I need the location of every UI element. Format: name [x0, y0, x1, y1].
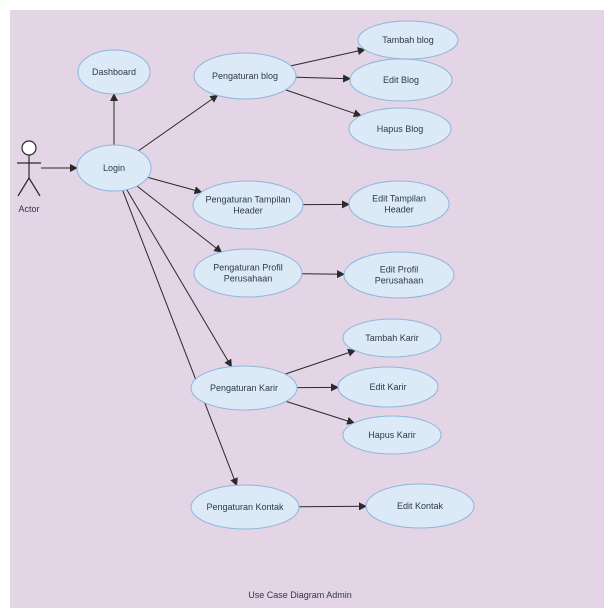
use-case-ellipse-edit-profil — [343, 251, 455, 299]
relation-login-to-pengaturan-tampilan-header — [147, 176, 203, 195]
diagram-background — [10, 10, 604, 608]
use-case-ellipse-pengaturan-kontak — [190, 484, 300, 530]
use-case-hapus-blog: Hapus Blog — [348, 107, 452, 151]
use-case-label-edit-kontak: Edit Kontak — [397, 501, 444, 511]
use-case-edit-karir: Edit Karir — [337, 366, 439, 408]
relation-lines — [41, 47, 368, 511]
use-case-label-pengaturan-tampilan-header-1: Pengaturan Tampilan — [206, 195, 291, 205]
use-case-label-tambah-karir: Tambah Karir — [365, 333, 419, 343]
use-case-pengaturan-kontak: Pengaturan Kontak — [190, 484, 300, 530]
actor-left-leg — [17, 177, 30, 197]
actor-label: Actor — [18, 204, 39, 214]
use-case-label-pengaturan-tampilan-header-2: Header — [233, 206, 263, 216]
actor-figure: Actor — [17, 140, 41, 214]
use-case-tambah-karir: Tambah Karir — [342, 318, 442, 358]
use-case-ellipse-dashboard — [77, 49, 151, 95]
use-case-ellipse-edit-tampilan-header — [348, 180, 450, 228]
relation-pengaturan-karir-to-hapus-karir — [285, 400, 356, 425]
use-case-hapus-karir: Hapus Karir — [342, 415, 442, 455]
use-case-label-pengaturan-karir: Pengaturan Karir — [210, 383, 278, 393]
relation-pengaturan-blog-to-edit-blog — [295, 74, 352, 83]
use-case-ellipse-edit-karir — [337, 366, 439, 408]
use-case-ellipse-edit-blog — [349, 58, 453, 102]
relation-pengaturan-blog-to-tambah-blog — [290, 47, 366, 67]
use-case-ellipse-login — [76, 144, 152, 192]
use-case-ellipse-pengaturan-tampilan-header — [192, 180, 304, 230]
relation-login-to-pengaturan-blog — [138, 94, 219, 152]
use-case-label-pengaturan-kontak: Pengaturan Kontak — [206, 502, 284, 512]
use-case-ellipse-tambah-karir — [342, 318, 442, 358]
relation-login-to-pengaturan-karir — [126, 189, 232, 368]
use-case-edit-blog: Edit Blog — [349, 58, 453, 102]
use-case-pengaturan-karir: Pengaturan Karir — [190, 365, 298, 411]
use-case-ellipse-pengaturan-karir — [190, 365, 298, 411]
actor-head — [21, 140, 37, 156]
use-case-dashboard: Dashboard — [77, 49, 151, 95]
use-case-label-edit-tampilan-header-2: Header — [384, 205, 414, 215]
use-case-ellipse-edit-kontak — [365, 483, 475, 529]
relation-pengaturan-karir-to-tambah-karir — [284, 348, 357, 375]
relation-login-to-pengaturan-profil — [136, 185, 223, 253]
use-case-login: Login — [76, 144, 152, 192]
use-case-label-dashboard: Dashboard — [92, 67, 136, 77]
use-case-label-edit-karir: Edit Karir — [369, 382, 406, 392]
use-case-label-hapus-blog: Hapus Blog — [377, 124, 424, 134]
use-case-label-edit-profil-1: Edit Profil — [380, 265, 419, 275]
use-case-tambah-blog: Tambah blog — [357, 20, 459, 60]
use-case-edit-kontak: Edit Kontak — [365, 483, 475, 529]
use-case-label-pengaturan-blog: Pengaturan blog — [212, 71, 278, 81]
use-case-label-edit-tampilan-header-1: Edit Tampilan — [372, 194, 426, 204]
relation-pengaturan-profil-to-edit-profil — [301, 270, 346, 279]
actor-right-leg — [28, 177, 41, 197]
use-case-label-hapus-karir: Hapus Karir — [368, 430, 416, 440]
use-case-label-edit-profil-2: Perusahaan — [375, 276, 424, 286]
use-case-label-login: Login — [103, 163, 125, 173]
diagram-caption: Use Case Diagram Admin — [248, 590, 352, 600]
use-case-label-pengaturan-profil-1: Pengaturan Profil — [213, 263, 283, 273]
relation-login-to-pengaturan-kontak — [122, 190, 238, 487]
relation-pengaturan-blog-to-hapus-blog — [285, 89, 362, 118]
use-case-label-pengaturan-profil-2: Perusahaan — [224, 274, 273, 284]
use-case-ellipse-pengaturan-blog — [193, 52, 297, 100]
use-case-pengaturan-blog: Pengaturan blog — [193, 52, 297, 100]
use-case-label-tambah-blog: Tambah blog — [382, 35, 434, 45]
use-case-label-edit-blog: Edit Blog — [383, 75, 419, 85]
use-case-ellipse-pengaturan-profil — [193, 248, 303, 298]
use-case-ellipse-hapus-karir — [342, 415, 442, 455]
use-case-ellipse-hapus-blog — [348, 107, 452, 151]
